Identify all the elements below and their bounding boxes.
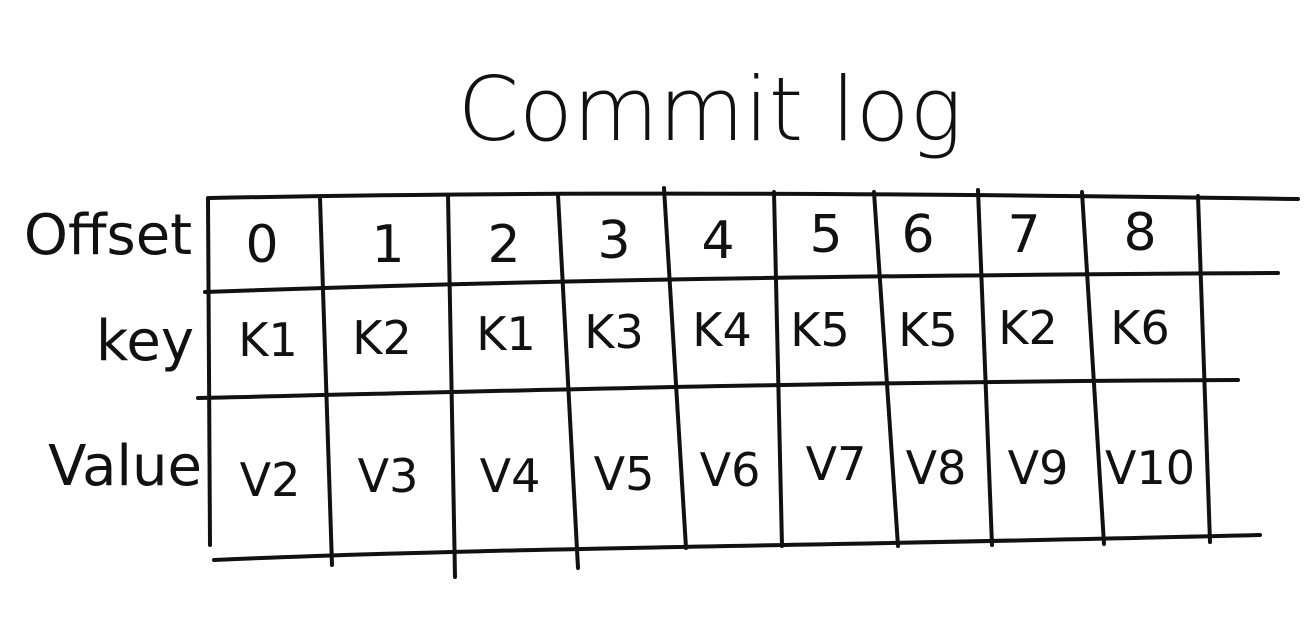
key-cell: K6 bbox=[1110, 301, 1169, 355]
table-column-divider bbox=[206, 196, 212, 547]
key-cell: K4 bbox=[692, 303, 751, 357]
offset-cell: 2 bbox=[487, 215, 520, 275]
table-offset-key-divider bbox=[203, 271, 1280, 294]
value-cell: V9 bbox=[1008, 441, 1069, 495]
value-cell: V5 bbox=[594, 447, 655, 501]
table-column-divider bbox=[662, 186, 688, 550]
table-column-divider bbox=[446, 193, 457, 579]
table-column-divider bbox=[976, 188, 994, 547]
offset-cell: 1 bbox=[371, 215, 404, 275]
table-column-divider bbox=[772, 190, 784, 548]
value-cell: V2 bbox=[240, 453, 301, 507]
value-cell: V8 bbox=[906, 441, 967, 495]
offset-cell: 8 bbox=[1123, 203, 1156, 263]
offset-cell: 5 bbox=[809, 205, 842, 265]
key-cell: K2 bbox=[352, 311, 411, 365]
value-cell: V3 bbox=[358, 449, 419, 503]
table-column-divider bbox=[1080, 190, 1106, 546]
key-cell: K5 bbox=[790, 303, 849, 357]
offset-cell: 6 bbox=[901, 205, 934, 265]
key-cell: K5 bbox=[898, 303, 957, 357]
row-label-key: key bbox=[96, 309, 194, 374]
key-cell: K1 bbox=[476, 307, 535, 361]
table-top-line bbox=[208, 191, 1300, 201]
value-cell: V4 bbox=[480, 449, 541, 503]
key-cell: K3 bbox=[584, 305, 643, 359]
table-column-divider bbox=[556, 193, 580, 570]
table-column-divider bbox=[872, 190, 900, 548]
table-column-divider bbox=[1196, 194, 1212, 544]
table-bottom-line bbox=[212, 533, 1262, 562]
offset-cell: 4 bbox=[701, 211, 734, 271]
offset-cell: 3 bbox=[597, 211, 630, 271]
key-cell: K2 bbox=[998, 301, 1057, 355]
value-cell: V6 bbox=[700, 443, 761, 497]
row-label-value: Value bbox=[48, 434, 202, 499]
value-cell: V7 bbox=[806, 437, 867, 491]
table-column-divider bbox=[318, 196, 334, 567]
row-label-offset: Offset bbox=[24, 203, 192, 268]
key-cell: K1 bbox=[238, 313, 297, 367]
value-cell: V10 bbox=[1105, 441, 1195, 495]
offset-cell: 7 bbox=[1007, 205, 1040, 265]
offset-cell: 0 bbox=[245, 215, 278, 275]
table-key-value-divider bbox=[196, 378, 1240, 400]
diagram-title: Commit log bbox=[458, 58, 963, 161]
